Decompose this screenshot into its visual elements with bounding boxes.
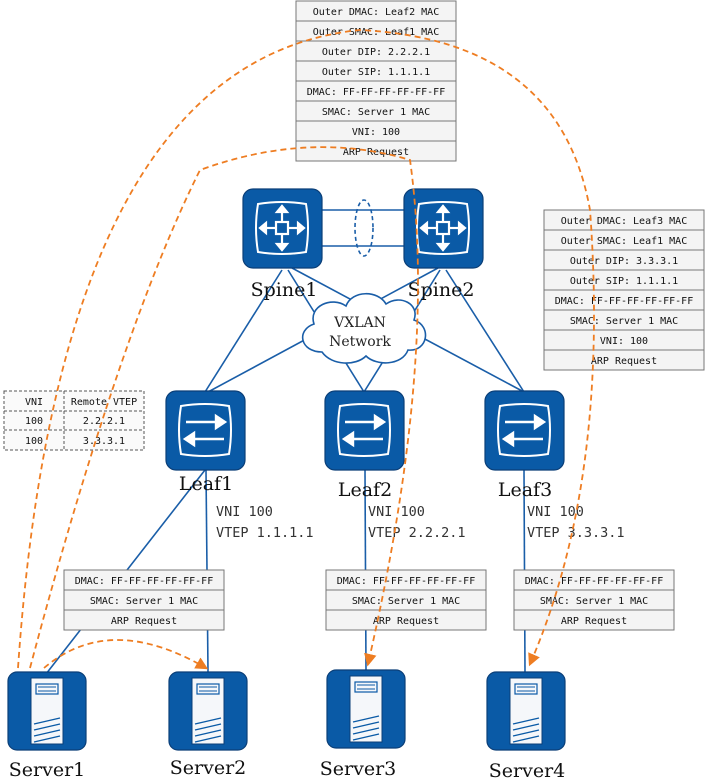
- leaf2-icon[interactable]: [324, 390, 405, 471]
- vtep-table-cell: 100: [25, 436, 43, 447]
- spine2-icon[interactable]: [403, 188, 484, 269]
- packet-top-field: Outer DIP: 2.2.2.1: [322, 47, 430, 58]
- flow-server1-server3: [29, 146, 419, 669]
- packet-box-leaf3: DMAC: FF-FF-FF-FF-FF-FF SMAC: Server 1 M…: [513, 569, 675, 631]
- server4-label: Server4: [489, 760, 566, 782]
- leaf2-label: Leaf2: [338, 479, 392, 501]
- server1-icon[interactable]: [7, 671, 87, 751]
- packet-leaf3-field: SMAC: Server 1 MAC: [540, 596, 648, 607]
- leaf2-vni: VNI 100: [368, 504, 425, 520]
- vtep-table: VNI Remote VTEP 100 2.2.2.1 100 3.3.3.1: [3, 390, 145, 451]
- vtep-table-header: Remote VTEP: [71, 397, 137, 408]
- packet-right-field: Outer SIP: 1.1.1.1: [570, 276, 678, 287]
- packet-box-leaf2: DMAC: FF-FF-FF-FF-FF-FF SMAC: Server 1 M…: [325, 569, 487, 631]
- spine2-label: Spine2: [408, 279, 475, 301]
- spine-link-bundle: [354, 199, 374, 257]
- packet-top-field: DMAC: FF-FF-FF-FF-FF-FF: [307, 87, 445, 98]
- leaf3-label: Leaf3: [498, 479, 552, 501]
- server3-label: Server3: [320, 758, 397, 780]
- server4-icon[interactable]: [486, 671, 566, 751]
- packet-leaf3-field: DMAC: FF-FF-FF-FF-FF-FF: [525, 576, 663, 587]
- leaf1-icon[interactable]: [165, 390, 246, 471]
- server1-label: Server1: [9, 759, 86, 781]
- packet-leaf1-field: SMAC: Server 1 MAC: [90, 596, 198, 607]
- link-spine1-leaf1: [204, 269, 283, 393]
- vtep-table-cell: 3.3.3.1: [83, 436, 125, 447]
- packet-right-field: Outer SMAC: Leaf1 MAC: [561, 236, 687, 247]
- packet-top-field: Outer DMAC: Leaf2 MAC: [313, 7, 439, 18]
- packet-top-field: SMAC: Server 1 MAC: [322, 107, 430, 118]
- packet-box-leaf1: DMAC: FF-FF-FF-FF-FF-FF SMAC: Server 1 M…: [63, 569, 225, 631]
- leaf3-vni: VNI 100: [527, 504, 584, 520]
- packet-top-field: Outer SMAC: Leaf1 MAC: [313, 27, 439, 38]
- flow-server1-server2: [43, 639, 209, 670]
- packet-right-field: SMAC: Server 1 MAC: [570, 316, 678, 327]
- packet-right-field: VNI: 100: [600, 336, 648, 347]
- packet-leaf1-field: ARP Request: [111, 616, 177, 627]
- packet-leaf2-field: ARP Request: [373, 616, 439, 627]
- packet-right-field: ARP Request: [591, 356, 657, 367]
- leaf3-icon[interactable]: [484, 390, 565, 471]
- server3-icon[interactable]: [326, 669, 406, 749]
- packet-box-right: Outer DMAC: Leaf3 MAC Outer SMAC: Leaf1 …: [543, 209, 705, 371]
- server2-icon[interactable]: [168, 671, 248, 751]
- spine1-label: Spine1: [251, 279, 318, 301]
- server2-label: Server2: [170, 757, 247, 779]
- packet-top-field: Outer SIP: 1.1.1.1: [322, 67, 430, 78]
- leaf2-vtep: VTEP 2.2.2.1: [368, 525, 466, 541]
- packet-right-field: Outer DMAC: Leaf3 MAC: [561, 216, 687, 227]
- link-spine2-leaf3: [445, 269, 525, 393]
- vxlan-cloud: VXLAN Network: [302, 292, 427, 364]
- packet-leaf1-field: DMAC: FF-FF-FF-FF-FF-FF: [75, 576, 213, 587]
- packet-top-field: VNI: 100: [352, 127, 400, 138]
- cloud-label-line2: Network: [329, 334, 391, 350]
- spine1-icon[interactable]: [242, 188, 323, 269]
- leaf1-label: Leaf1: [179, 473, 233, 495]
- flow-paths: [17, 29, 595, 670]
- leaf1-vni: VNI 100: [216, 504, 273, 520]
- vtep-table-cell: 2.2.2.1: [83, 416, 125, 427]
- packet-right-field: Outer DIP: 3.3.3.1: [570, 256, 678, 267]
- packet-right-field: DMAC: FF-FF-FF-FF-FF-FF: [555, 296, 693, 307]
- packet-top-field: ARP Request: [343, 147, 409, 158]
- packet-leaf2-field: DMAC: FF-FF-FF-FF-FF-FF: [337, 576, 475, 587]
- vtep-table-header: VNI: [25, 397, 43, 408]
- packet-leaf3-field: ARP Request: [561, 616, 627, 627]
- leaf3-vtep: VTEP 3.3.3.1: [527, 525, 625, 541]
- cloud-label-line1: VXLAN: [333, 315, 386, 331]
- vtep-table-cell: 100: [25, 416, 43, 427]
- packet-box-top: Outer DMAC: Leaf2 MAC Outer SMAC: Leaf1 …: [295, 0, 457, 162]
- packet-leaf2-field: SMAC: Server 1 MAC: [352, 596, 460, 607]
- leaf1-vtep: VTEP 1.1.1.1: [216, 525, 314, 541]
